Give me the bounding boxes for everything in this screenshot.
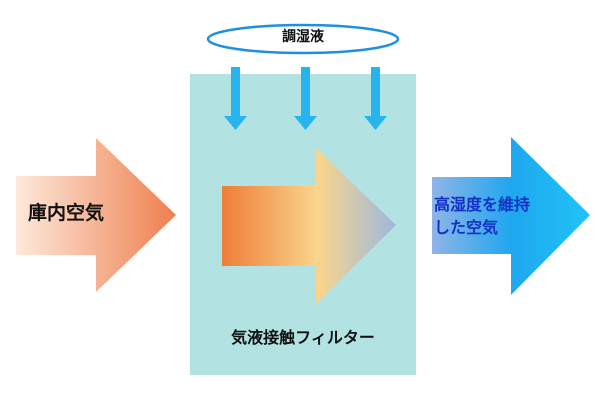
down-arrow-icon <box>294 67 317 130</box>
solution-label: 調湿液 <box>282 29 324 45</box>
center-flow-arrow <box>222 148 396 304</box>
inlet-arrow <box>16 138 176 292</box>
down-arrow-icon <box>364 67 387 130</box>
solution-ellipse <box>206 23 400 55</box>
filter-label: 気液接触フィルター <box>231 328 375 347</box>
outlet-air-label-line2: した空気 <box>434 218 499 237</box>
down-arrow-icon <box>224 67 247 130</box>
outlet-arrow <box>432 137 590 295</box>
outlet-air-label-line1: 高湿度を維持 <box>434 195 531 214</box>
inlet-air-label: 庫内空気 <box>28 202 105 224</box>
outlet-air-label: 高湿度を維持 した空気 <box>434 193 530 239</box>
